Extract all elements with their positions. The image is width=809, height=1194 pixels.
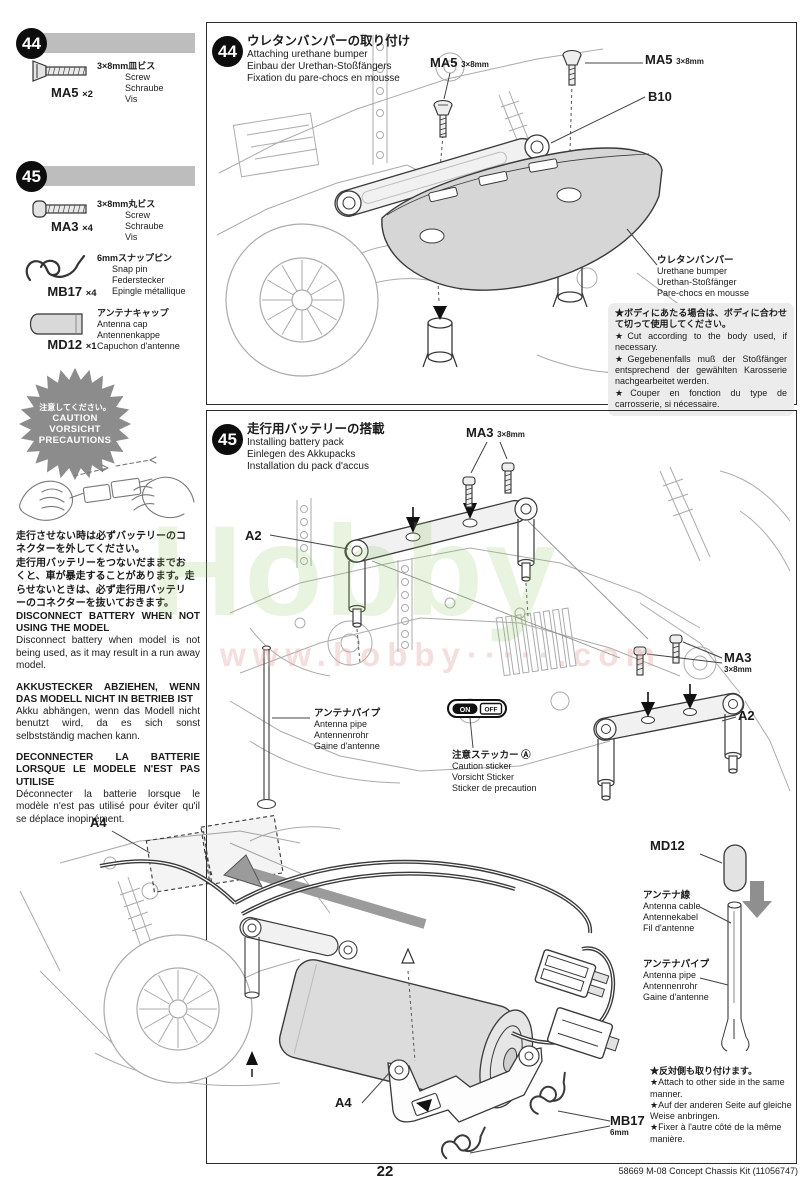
caution-title-fr: DECONNECTER LA BATTERIE LORSQUE LE MODEL…	[16, 752, 200, 788]
mb17-part-code: MB17 ×4	[47, 284, 97, 299]
ma5-part-code: MA5 ×2	[28, 85, 116, 100]
step44-header-bar	[28, 33, 195, 53]
caution-burst: 注意してください。 CAUTION VORSICHT PRECAUTIONS	[17, 366, 133, 482]
caution-body-de: Akku abhängen, wenn das Modell nicht ben…	[16, 706, 200, 742]
step45-illustration: ON OFF	[19, 441, 791, 1160]
caution-title-en: DISCONNECT BATTERY WHEN NOT USING THE MO…	[16, 611, 200, 635]
antenna-pipe-label-2: アンテナパイプ Antenna pipe Antennenrohr Gaine …	[643, 959, 710, 1002]
label-a2-left: A2	[245, 528, 262, 543]
urethane-bumper-label: ウレタンバンパー Urethane bumper Urethan-Stoßfän…	[657, 255, 750, 298]
other-side-note: ★反対側も取り付けます。 ★Attach to other side in th…	[650, 1066, 792, 1144]
caution-body-fr: Déconnecter la batterie lorsque le modèl…	[16, 788, 200, 825]
step45-panel	[206, 410, 797, 1164]
step45-badge: 45	[16, 161, 47, 192]
antenna-pipe-label-1: アンテナパイプ Antenna pipe Antennenrohr Gaine …	[314, 708, 381, 751]
label-ma3-right: MA3 3×8mm	[724, 650, 752, 674]
ma5-screw-icon	[30, 58, 100, 89]
caution-title-de: AKKUSTECKER ABZIEHEN, WENN DAS MODELL NI…	[16, 681, 200, 705]
step45-header-bar	[28, 166, 195, 186]
ma3-part-code: MA3 ×4	[51, 219, 93, 234]
on-off-switch: ON OFF	[447, 699, 507, 749]
caution-text-jp: 走行させない時は必ずバッテリーのコ ネクターを外してください。 走行用バッテリー…	[16, 531, 195, 610]
footer-kit-info: 58669 M-08 Concept Chassis Kit (11056747…	[618, 1166, 798, 1176]
ma5-qty: ×2	[82, 89, 93, 100]
md12-part-desc: アンテナキャップ Antenna cap Antennenkappe Capuc…	[97, 308, 180, 351]
mb17-part-desc: 6mmスナップピン Snap pin Federstecker Epingle …	[97, 253, 186, 296]
label-md12: MD12	[650, 838, 685, 853]
switch-on-label: ON	[460, 707, 471, 714]
ma5-screw-left-glyph	[433, 99, 453, 138]
label-ma5-left: MA5 3×8mm	[430, 55, 489, 70]
ma3-screws-top	[462, 441, 515, 508]
caution-body-en: Disconnect battery when model is not bei…	[16, 635, 200, 672]
label-mb17: MB17 6mm	[610, 1113, 645, 1137]
step44-note-box: ★ボディにあたる場合は、ボディに合わせて切って使用してください。 ★Cut ac…	[608, 303, 794, 416]
step44-badge: 44	[16, 28, 47, 59]
snap-pin-glyph-bottom	[440, 1126, 486, 1160]
md12-antenna-cap-icon	[26, 310, 92, 343]
antenna-cable-label: アンテナ線 Antenna cable Antennekabel Fil d'a…	[643, 890, 701, 933]
step44-number: 44	[22, 33, 41, 53]
disconnect-hands-illustration	[12, 452, 202, 537]
label-a4-top: A4	[90, 815, 107, 830]
caution-sticker-label: 注意ステッカー Ⓐ Caution sticker Vorsicht Stick…	[452, 750, 537, 793]
label-b10: B10	[648, 89, 672, 104]
page-number: 22	[376, 1163, 394, 1180]
step44-title: ウレタンバンパーの取り付け Attaching urethane bumper …	[247, 34, 411, 84]
caution-text-block: DISCONNECT BATTERY WHEN NOT USING THE MO…	[16, 611, 200, 835]
step44-panel	[206, 22, 797, 405]
step45-title: 走行用バッテリーの搭載 Installing battery pack Einl…	[247, 422, 385, 472]
step45-panel-badge: 45	[212, 424, 243, 455]
label-ma3-top: MA3 3×8mm	[466, 425, 525, 440]
caution-burst-text: 注意してください。 CAUTION VORSICHT PRECAUTIONS	[38, 403, 112, 446]
step44-panel-badge: 44	[212, 36, 243, 67]
label-a2-right: A2	[738, 708, 755, 723]
ma5-code: MA5	[51, 85, 79, 100]
snap-pin-glyph-right	[529, 1071, 566, 1115]
md12-part-code: MD12 ×1	[47, 337, 97, 352]
label-a4-bottom: A4	[335, 1095, 352, 1110]
ma5-screw-right-glyph	[562, 49, 582, 86]
step45-number: 45	[22, 166, 41, 186]
mb17-snap-pin-icon	[24, 252, 90, 297]
switch-off-label: OFF	[485, 707, 498, 714]
ma3-part-desc: 3×8mm丸ビス Screw Schraube Vis	[97, 199, 164, 242]
ma5-part-desc: 3×8mm皿ビス Screw Schraube Vis	[97, 61, 164, 104]
label-ma5-right: MA5 3×8mm	[645, 52, 704, 67]
step44-illustration	[216, 33, 768, 377]
ma3-screw-icon	[30, 196, 100, 227]
md12-detail	[699, 844, 772, 1052]
